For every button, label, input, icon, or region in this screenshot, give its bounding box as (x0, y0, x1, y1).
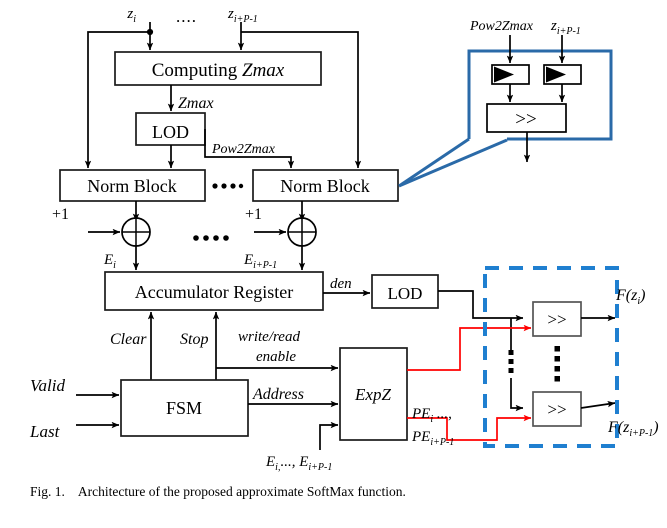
shifter-bottom-block (532, 391, 582, 427)
inset-label-pow2zmax: Pow2Zmax (469, 19, 534, 34)
ellipsis-branch-vertical (508, 350, 514, 373)
wire-lod-den-to-shifters (438, 290, 524, 412)
shifter-top-label: >> (547, 310, 566, 329)
label-e-left: Ei (103, 252, 116, 271)
lod-top-block (135, 112, 206, 146)
label-address: Address (252, 386, 304, 403)
lod-den-label: LOD (388, 284, 423, 303)
label-write-read-enable-line1: write/read (238, 329, 300, 345)
ellipsis-top-inputs: .... (176, 7, 197, 26)
wire-z-i-to-norm-block-left (84, 31, 150, 169)
label-z-i: zi (126, 6, 136, 25)
label-pe-top: PEi ..., (411, 406, 452, 425)
lod-top-label: LOD (152, 122, 189, 142)
wire-pow2zmax-to-norm-right (204, 129, 295, 169)
label-plus-one-right: +1 (245, 206, 262, 223)
label-clear: Clear (110, 331, 147, 348)
inset-frame (467, 49, 613, 141)
inset-register-left (491, 64, 530, 85)
fsm-label: FSM (166, 398, 202, 418)
ellipsis-shifters-vertical (554, 346, 560, 382)
wire-pe-bottom (407, 414, 532, 441)
wire-e-bus (319, 421, 339, 450)
norm-block-left (59, 169, 206, 202)
shifter-bottom-label: >> (547, 400, 566, 419)
norm-block-left-label: Norm Block (87, 176, 177, 196)
expz-label: ExpZ (354, 385, 391, 404)
label-valid: Valid (30, 376, 65, 395)
lod-den-block (371, 274, 439, 309)
figure-caption-label: Fig. 1. (30, 484, 65, 499)
label-den: den (330, 276, 352, 292)
computing-zmax-block (114, 51, 322, 86)
figure-caption: Fig. 1. Architecture of the proposed appr… (30, 484, 640, 500)
label-output-bottom: F(zi+P-1) (607, 419, 659, 439)
fsm-block (120, 379, 249, 437)
shifter-inset-label: >> (515, 109, 536, 130)
figure-caption-text: Architecture of the proposed approximate… (77, 484, 406, 499)
label-zmax: Zmax (178, 95, 214, 112)
label-stop: Stop (180, 331, 208, 348)
label-pe-bottom: PEi+P-1 (411, 429, 454, 448)
shifter-inset-block (486, 103, 567, 133)
label-plus-one-left: +1 (52, 206, 69, 223)
label-output-top: F(zi) (615, 287, 645, 307)
adder-left-cross (122, 218, 150, 246)
dashed-highlight-region (483, 266, 619, 448)
accumulator-register-label: Accumulator Register (135, 282, 293, 302)
ellipsis-norm-blocks (212, 183, 244, 189)
inset-register-right (543, 64, 582, 85)
expz-block (339, 347, 408, 441)
label-e-bus: Ei,..., Ei+P-1 (265, 454, 332, 473)
accumulator-register-block (104, 271, 324, 311)
norm-block-right (252, 169, 399, 202)
shifter-top-block (532, 301, 582, 337)
label-last: Last (29, 422, 61, 441)
norm-block-right-label: Norm Block (280, 176, 370, 196)
adder-right-cross (288, 218, 316, 246)
wire-pe-top (407, 324, 532, 371)
inset-label-z: zi+P-1 (550, 18, 581, 37)
callout-lines (398, 137, 508, 188)
label-z-last: zi+P-1 (227, 6, 258, 25)
wire-z-last-to-norm-block-right (241, 31, 362, 169)
label-e-right: Ei+P-1 (243, 252, 277, 271)
ellipsis-adders (193, 235, 229, 241)
computing-zmax-label: Computing Zmax (152, 60, 285, 81)
wire-output-bottom (580, 400, 616, 409)
label-pow2zmax: Pow2Zmax (211, 142, 276, 157)
label-write-read-enable-line2: enable (256, 349, 296, 365)
